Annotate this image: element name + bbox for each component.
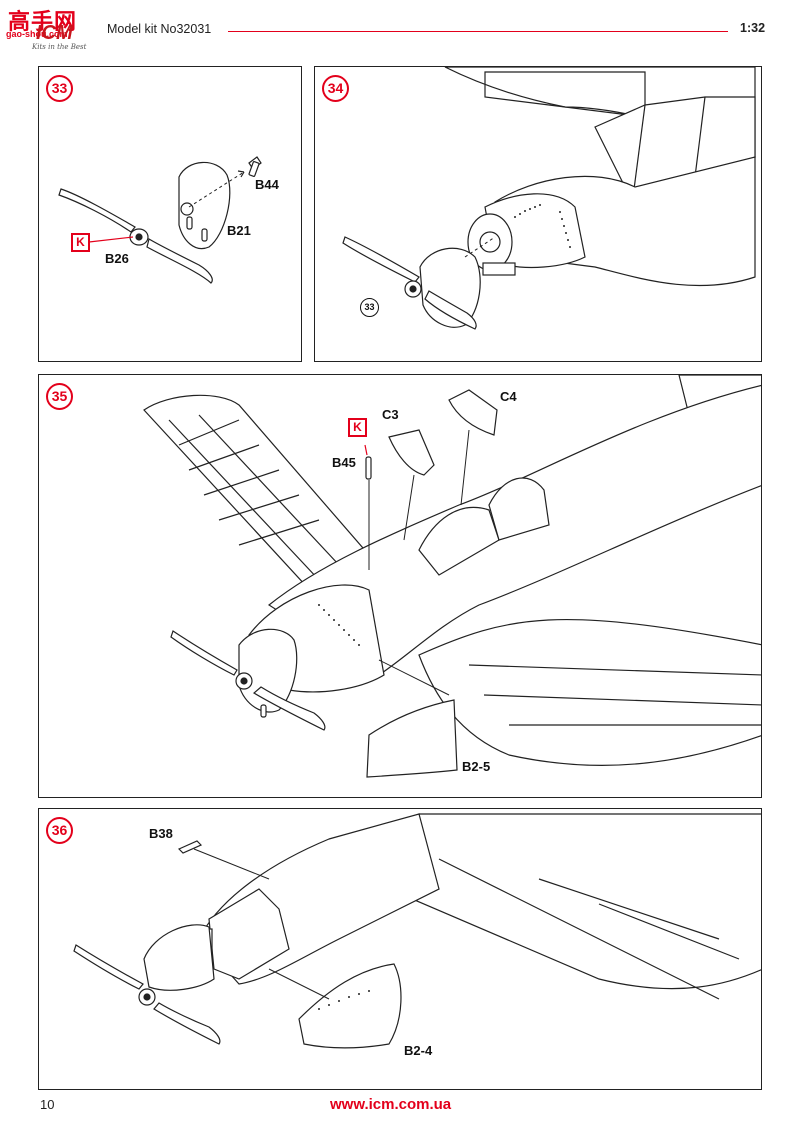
- step-36-drawing: [73, 813, 761, 1049]
- part-label-b26: B26: [105, 251, 129, 266]
- step-number-35: 35: [46, 383, 73, 410]
- step-number-33: 33: [46, 75, 73, 102]
- part-label-b21: B21: [227, 223, 251, 238]
- footer-url-link[interactable]: www.icm.com.ua: [330, 1096, 452, 1113]
- step-34-panel: 34 33: [314, 66, 762, 362]
- paint-marker-k: K: [71, 233, 90, 252]
- part-label-b44: B44: [255, 177, 279, 192]
- logo-watermark-url: gao-shou.com: [6, 29, 68, 39]
- part-label-b38: B38: [149, 826, 173, 841]
- reference-step-33: 33: [360, 298, 379, 317]
- step-35-drawing: [143, 375, 761, 778]
- paint-marker-k: K: [348, 418, 367, 437]
- kit-title: Model kit No32031: [107, 22, 212, 36]
- logo-chinese-text: 高手网: [8, 10, 78, 35]
- part-label-c4: C4: [500, 389, 517, 404]
- icm-logo: 高手网 gao-shou.com ICM Kits in the Best: [6, 4, 94, 54]
- step-36-panel: 36 B38 B2-4: [38, 808, 762, 1090]
- page-number: 10: [40, 1097, 55, 1112]
- step-33-panel: 33 B44 B21 B26 K: [38, 66, 302, 362]
- step-35-panel: 35 C3 C4 B45 B2-5 K: [38, 374, 762, 798]
- part-label-b2-4: B2-4: [404, 1043, 433, 1058]
- part-label-c3: C3: [382, 407, 399, 422]
- part-label-b45: B45: [332, 455, 356, 470]
- logo-mark: ICM: [36, 22, 73, 44]
- step-number-36: 36: [46, 817, 73, 844]
- part-label-b2-5: B2-5: [462, 759, 491, 774]
- step-34-drawing: [342, 67, 756, 330]
- header-divider: [228, 31, 728, 33]
- step-number-34: 34: [322, 75, 349, 102]
- step-33-drawing: [58, 156, 262, 284]
- logo-slogan: Kits in the Best: [32, 43, 87, 51]
- scale-label: 1:32: [740, 21, 766, 35]
